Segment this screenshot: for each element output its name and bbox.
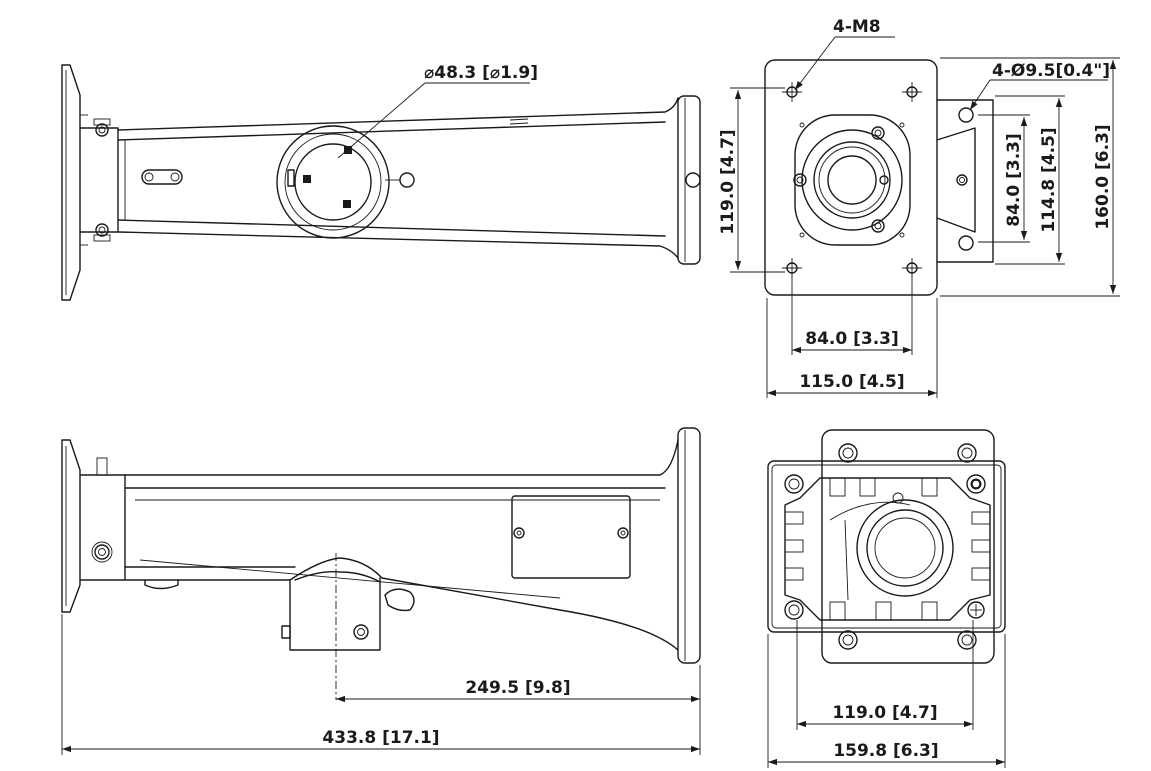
top-view-arm — [61, 64, 701, 301]
thread-holes-label: 4-M8 — [833, 17, 881, 37]
dim-bottom-159: 159.8 [6.3] — [767, 634, 1006, 768]
total-length-label: 433.8 [17.1] — [322, 728, 439, 748]
center-distance-label: 249.5 [9.8] — [465, 678, 570, 698]
dim-side-114: 114.8 [4.5] — [995, 95, 1065, 265]
dim-total-length: 433.8 [17.1] — [61, 614, 701, 755]
pipe-diameter-label: ⌀48.3 [⌀1.9] — [424, 63, 538, 83]
dim-top-front-height: 119.0 [4.7] — [718, 87, 785, 273]
bottom-159-label: 159.8 [6.3] — [833, 741, 938, 761]
side-114-label: 114.8 [4.5] — [1039, 127, 1059, 232]
pipe-diameter-callout: ⌀48.3 [⌀1.9] — [337, 63, 538, 159]
mount-holes-label: 4-Ø9.5[0.4"] — [992, 61, 1110, 81]
side-view-arm — [61, 427, 701, 700]
top-front-115-label: 115.0 [4.5] — [799, 372, 904, 392]
side-160-label: 160.0 [6.3] — [1093, 124, 1113, 229]
dim-side-84: 84.0 [3.3] — [978, 114, 1030, 243]
dim-top-front-84: 84.0 [3.3] — [791, 275, 913, 355]
thread-holes-callout: 4-M8 — [794, 17, 895, 91]
bottom-119-label: 119.0 [4.7] — [832, 703, 937, 723]
end-view-bottom — [767, 429, 1006, 664]
dim-center-distance: 249.5 [9.8] — [336, 665, 701, 705]
mount-holes-callout: 4-Ø9.5[0.4"] — [969, 61, 1110, 111]
dim-top-front-115: 115.0 [4.5] — [766, 298, 938, 398]
side-84-label: 84.0 [3.3] — [1004, 133, 1024, 227]
top-front-84-label: 84.0 [3.3] — [805, 329, 899, 349]
top-front-height-label: 119.0 [4.7] — [718, 129, 738, 234]
dim-side-160: 160.0 [6.3] — [940, 57, 1120, 297]
end-view-top — [764, 59, 994, 296]
dim-bottom-119: 119.0 [4.7] — [796, 620, 974, 730]
